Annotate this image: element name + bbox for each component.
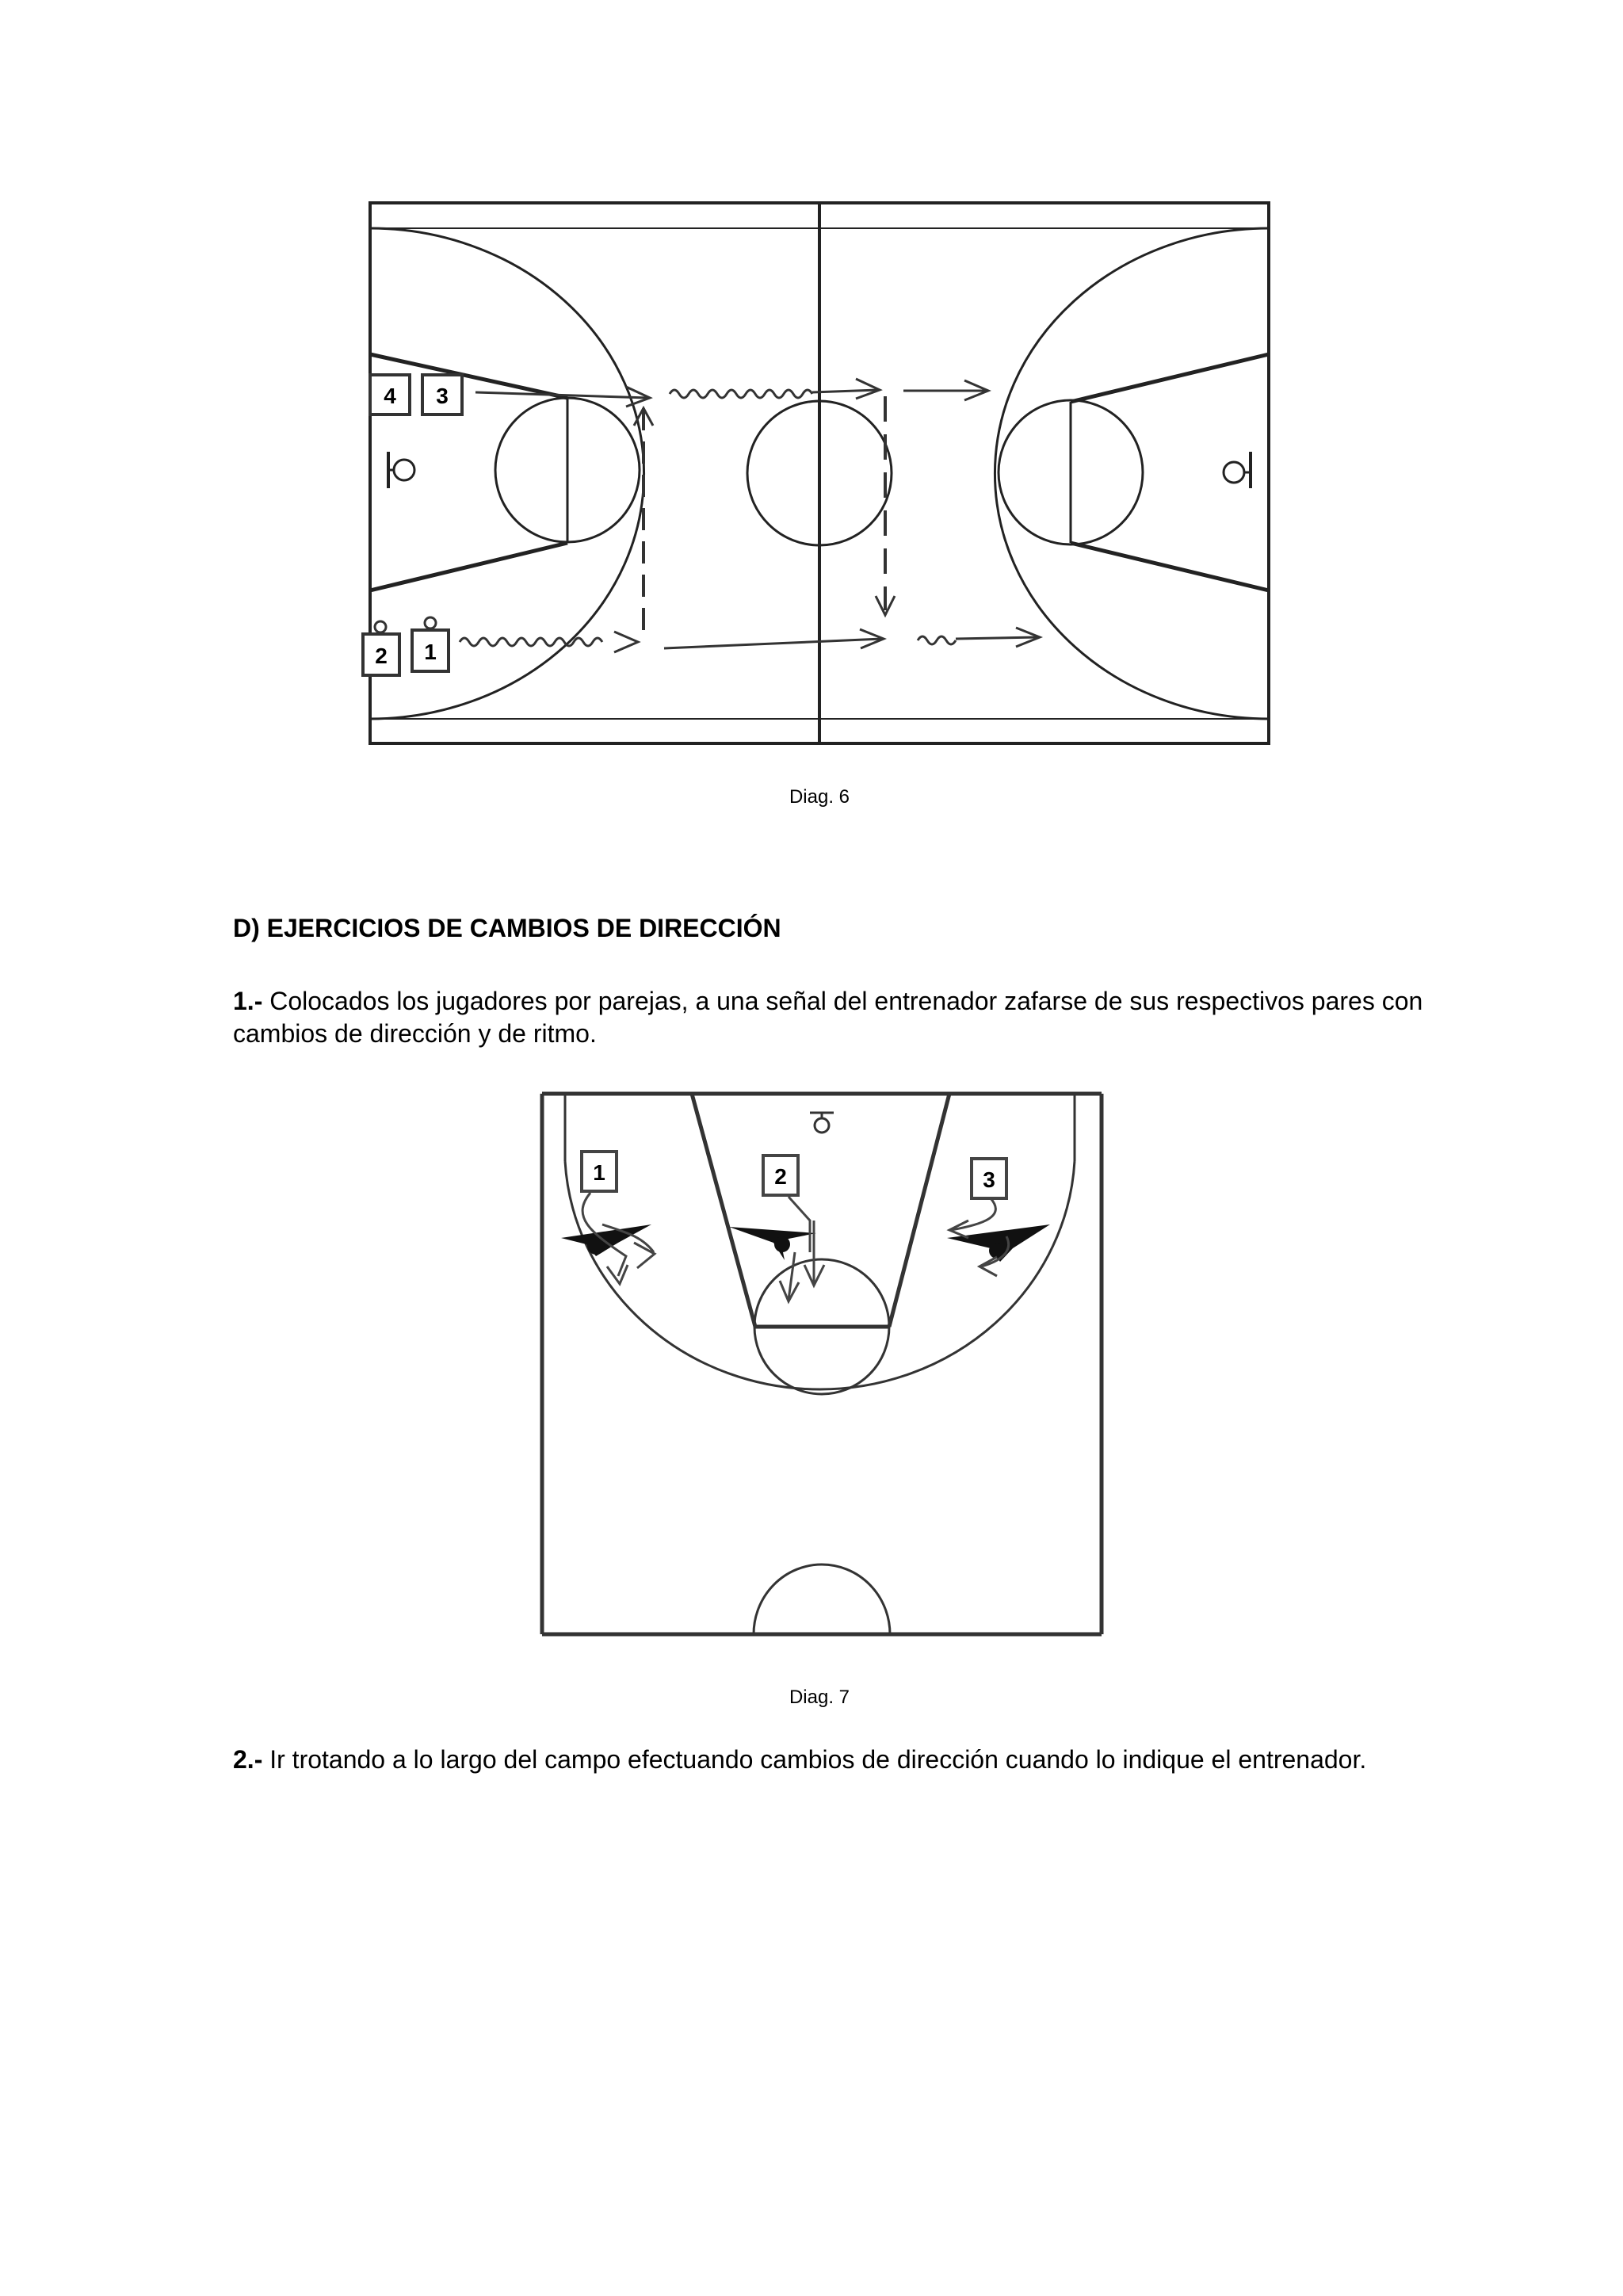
svg-text:2: 2 <box>375 644 388 668</box>
left-three-point-arc <box>369 227 645 720</box>
exercise-1-paragraph: 1.- Colocados los jugadores por parejas,… <box>233 985 1438 1050</box>
player-1: 1 <box>580 1150 618 1193</box>
diagram-6-full-court: 4 3 2 1 <box>361 201 1270 745</box>
exercise-2-text: Ir trotando a lo largo del campo efectua… <box>262 1745 1367 1774</box>
exercise-2-number: 2.- <box>233 1745 263 1774</box>
center-half-circle <box>752 1563 892 1635</box>
movement-arrows <box>458 377 1044 654</box>
diagram-6-caption: Diag. 6 <box>789 786 850 808</box>
player-3: 3 <box>421 373 464 416</box>
left-free-throw-circle <box>494 396 641 544</box>
free-throw-circle <box>753 1258 891 1396</box>
diagram-7-caption: Diag. 7 <box>789 1687 850 1708</box>
basket <box>813 1117 831 1134</box>
dribble-path-bottom <box>458 636 604 648</box>
exercise-1-text: Colocados los jugadores por parejas, a u… <box>233 987 1423 1048</box>
svg-text:1: 1 <box>424 640 437 664</box>
svg-text:1: 1 <box>593 1160 605 1185</box>
section-heading: D) EJERCICIOS DE CAMBIOS DE DIRECCIÓN <box>233 914 781 942</box>
player-1: 1 <box>411 616 450 673</box>
dribble-path-top <box>668 388 814 399</box>
exercise-1-number: 1.- <box>233 987 263 1015</box>
svg-text:2: 2 <box>774 1164 787 1189</box>
left-basket <box>392 458 416 482</box>
center-circle <box>746 399 893 547</box>
right-three-point-arc <box>994 227 1270 720</box>
defenders <box>561 1224 1050 1262</box>
three-point-arc <box>563 1160 1076 1391</box>
svg-text:4: 4 <box>384 384 396 408</box>
player-2: 2 <box>361 620 401 677</box>
direction-change-arrows <box>581 1192 1010 1305</box>
svg-text:3: 3 <box>983 1167 995 1192</box>
defender-center <box>729 1227 816 1260</box>
player-3: 3 <box>970 1157 1008 1200</box>
player-2: 2 <box>762 1154 800 1197</box>
defender-left <box>561 1224 651 1256</box>
exercise-2-paragraph: 2.- Ir trotando a lo largo del campo efe… <box>233 1744 1438 1776</box>
right-basket <box>1222 460 1246 484</box>
svg-text:3: 3 <box>436 384 449 408</box>
right-free-throw-circle <box>997 399 1144 546</box>
player-4: 4 <box>369 373 411 416</box>
diagram-7-half-court: 1 2 3 <box>540 1091 1104 1637</box>
